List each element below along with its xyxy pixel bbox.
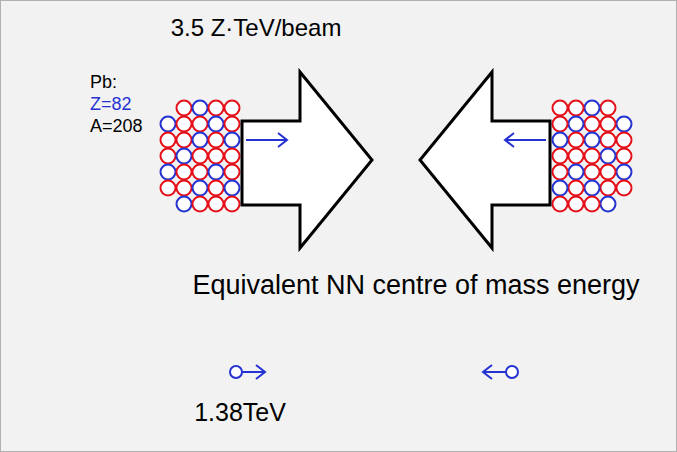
arrow-shape	[256, 365, 265, 379]
beam-energy-label: 3.5 Z·TeV/beam	[171, 14, 342, 42]
nucleon-circle	[230, 366, 242, 378]
nucleus-figure	[161, 72, 373, 248]
motion-line	[242, 371, 264, 373]
arrow-shape	[483, 365, 492, 379]
energy-caption: Equivalent NN centre of mass energy	[192, 270, 639, 301]
energy-value: 1.38TeV	[194, 398, 286, 427]
element-label: Pb:	[90, 72, 117, 93]
nucleus-figure	[420, 72, 632, 248]
mass-number-label: A=208	[90, 116, 143, 137]
motion-line	[484, 371, 506, 373]
nucleon-circle	[506, 366, 518, 378]
charge-label: Z=82	[90, 94, 132, 115]
